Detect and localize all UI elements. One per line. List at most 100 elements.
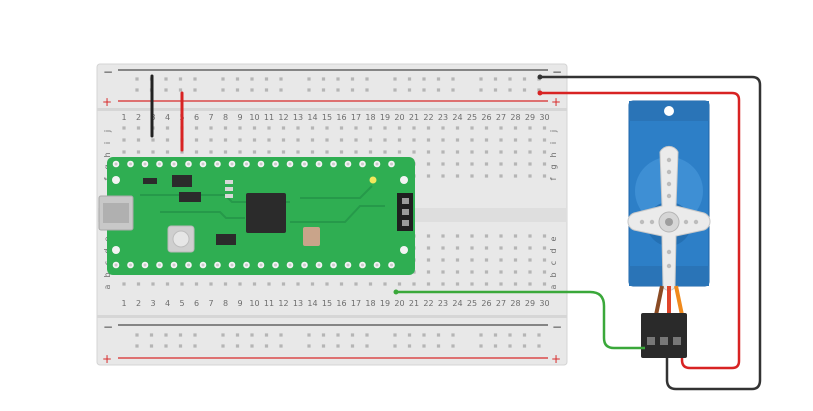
breadboard-hole[interactable] [296, 126, 300, 130]
breadboard-hole[interactable] [354, 126, 358, 130]
rail-hole[interactable] [135, 77, 139, 81]
breadboard-hole[interactable] [223, 126, 228, 130]
breadboard-hole[interactable] [267, 126, 271, 130]
breadboard-hole[interactable] [339, 126, 344, 130]
rail-hole[interactable] [178, 344, 183, 348]
reset-button-cap[interactable] [172, 230, 190, 248]
breadboard-hole[interactable] [455, 270, 460, 274]
breadboard-hole[interactable] [484, 282, 489, 286]
breadboard-hole[interactable] [542, 282, 547, 286]
rail-hole[interactable] [221, 344, 225, 348]
breadboard-hole[interactable] [441, 258, 445, 262]
breadboard-hole[interactable] [223, 138, 228, 142]
rail-hole[interactable] [522, 344, 527, 348]
rail-hole[interactable] [193, 77, 197, 81]
rail-hole[interactable] [407, 77, 412, 81]
breadboard-hole[interactable] [470, 150, 474, 154]
rail-hole[interactable] [537, 88, 541, 92]
breadboard-hole[interactable] [310, 150, 315, 154]
rail-hole[interactable] [537, 344, 541, 348]
breadboard-hole[interactable] [397, 126, 402, 130]
rail-hole[interactable] [451, 344, 455, 348]
breadboard-hole[interactable] [513, 150, 518, 154]
rail-hole[interactable] [135, 344, 139, 348]
breadboard-hole[interactable] [542, 162, 547, 166]
breadboard-hole[interactable] [339, 150, 344, 154]
breadboard-hole[interactable] [513, 258, 518, 262]
breadboard-hole[interactable] [528, 270, 532, 274]
servo-motor[interactable] [627, 100, 711, 358]
breadboard-hole[interactable] [426, 138, 431, 142]
rail-hole[interactable] [321, 77, 326, 81]
microcontroller-board[interactable] [98, 157, 415, 275]
rail-hole[interactable] [193, 344, 197, 348]
rail-hole[interactable] [522, 333, 527, 337]
breadboard-hole[interactable] [354, 282, 358, 286]
breadboard-hole[interactable] [470, 258, 474, 262]
breadboard-hole[interactable] [426, 258, 431, 262]
rail-hole[interactable] [250, 77, 254, 81]
breadboard-hole[interactable] [528, 126, 532, 130]
breadboard-hole[interactable] [412, 138, 416, 142]
rail-hole[interactable] [537, 333, 541, 337]
breadboard-hole[interactable] [542, 258, 547, 262]
breadboard-hole[interactable] [354, 138, 358, 142]
breadboard-hole[interactable] [484, 270, 489, 274]
rail-hole[interactable] [193, 88, 197, 92]
rail-hole[interactable] [407, 344, 412, 348]
breadboard-hole[interactable] [499, 162, 503, 166]
breadboard-hole[interactable] [136, 138, 141, 142]
rail-hole[interactable] [164, 344, 168, 348]
rail-hole[interactable] [235, 344, 240, 348]
breadboard-hole[interactable] [238, 150, 242, 154]
rail-hole[interactable] [493, 333, 498, 337]
rail-hole[interactable] [221, 333, 225, 337]
rail-hole[interactable] [279, 88, 283, 92]
breadboard-hole[interactable] [499, 270, 503, 274]
rail-hole[interactable] [407, 333, 412, 337]
breadboard-hole[interactable] [542, 234, 547, 238]
breadboard-hole[interactable] [513, 282, 518, 286]
rail-hole[interactable] [365, 88, 369, 92]
breadboard-hole[interactable] [194, 138, 199, 142]
rail-hole[interactable] [250, 344, 254, 348]
rail-hole[interactable] [307, 88, 311, 92]
rail-hole[interactable] [178, 77, 183, 81]
rail-hole[interactable] [307, 344, 311, 348]
breadboard-hole[interactable] [325, 126, 329, 130]
breadboard-hole[interactable] [455, 162, 460, 166]
rail-hole[interactable] [321, 88, 326, 92]
rail-hole[interactable] [264, 88, 269, 92]
breadboard-hole[interactable] [339, 138, 344, 142]
breadboard-hole[interactable] [528, 150, 532, 154]
rail-hole[interactable] [264, 77, 269, 81]
breadboard-hole[interactable] [296, 150, 300, 154]
rail-hole[interactable] [164, 77, 168, 81]
rail-hole[interactable] [508, 77, 512, 81]
breadboard-hole[interactable] [354, 150, 358, 154]
breadboard-hole[interactable] [122, 138, 126, 142]
breadboard-hole[interactable] [499, 246, 503, 250]
breadboard-hole[interactable] [180, 282, 184, 286]
breadboard-hole[interactable] [499, 138, 503, 142]
breadboard-hole[interactable] [412, 126, 416, 130]
rail-hole[interactable] [279, 344, 283, 348]
breadboard-hole[interactable] [426, 174, 431, 178]
breadboard-hole[interactable] [368, 126, 373, 130]
rail-hole[interactable] [221, 88, 225, 92]
servo-connector[interactable] [641, 313, 687, 358]
breadboard-hole[interactable] [528, 246, 532, 250]
breadboard-hole[interactable] [484, 246, 489, 250]
breadboard-hole[interactable] [426, 126, 431, 130]
breadboard-hole[interactable] [223, 150, 228, 154]
breadboard-hole[interactable] [165, 150, 170, 154]
rail-hole[interactable] [493, 77, 498, 81]
breadboard-hole[interactable] [136, 282, 141, 286]
rail-hole[interactable] [149, 333, 154, 337]
breadboard-hole[interactable] [223, 282, 228, 286]
rail-hole[interactable] [235, 77, 240, 81]
breadboard-hole[interactable] [499, 126, 503, 130]
breadboard-hole[interactable] [484, 258, 489, 262]
rail-hole[interactable] [407, 88, 412, 92]
breadboard-hole[interactable] [325, 282, 329, 286]
